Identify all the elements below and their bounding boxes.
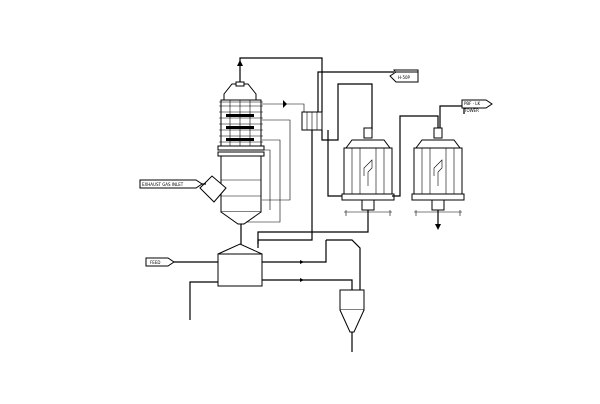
filter-1-bottom-flange xyxy=(341,193,395,201)
filter-link-line xyxy=(392,115,439,197)
h50p-label: H-50P xyxy=(398,75,411,80)
separator-to-cyclone-line xyxy=(262,279,353,292)
filter1-feed-line xyxy=(327,130,344,197)
feed-tag: FEED xyxy=(145,257,218,267)
separator-top-cone xyxy=(217,243,263,255)
filter-1-top-nozzle xyxy=(363,127,373,139)
heat-exchanger xyxy=(301,111,323,131)
cyclone xyxy=(339,289,365,352)
filter-drain-line xyxy=(257,210,369,244)
feed-label: FEED xyxy=(150,260,160,265)
filter-2-bottom-flange xyxy=(411,193,465,201)
tower-vent-arrow xyxy=(237,60,243,66)
filter-1 xyxy=(341,127,395,216)
exchanger-down-line xyxy=(257,130,313,248)
exhaust-inlet-tag: EXHAUST GAS INLET xyxy=(139,179,206,189)
cyclone-top-line xyxy=(326,239,361,290)
pbf-tag: PBF · LK TOWER xyxy=(439,99,493,130)
tower-loop-line xyxy=(262,119,291,201)
filter-1-top-head xyxy=(345,139,391,149)
filter-1-body xyxy=(343,147,393,195)
separator-body xyxy=(217,253,263,287)
h50p-tag: H-50P xyxy=(317,69,419,112)
tower-flange xyxy=(217,145,265,151)
tower-overhead-line xyxy=(239,57,323,112)
tower-lower-shell xyxy=(220,155,262,213)
exchanger-outlet-line xyxy=(321,116,339,141)
cyclone-body xyxy=(339,289,365,311)
filter-2-top-nozzle xyxy=(433,127,443,139)
filter-2-bottom-nozzle xyxy=(431,199,445,211)
filter-2-top-head xyxy=(415,139,461,149)
separator-vessel xyxy=(217,243,263,287)
tower-top-nozzle xyxy=(235,81,245,87)
separator-overhead-line xyxy=(262,240,327,263)
separator-drain-line xyxy=(189,281,218,320)
h50p-line xyxy=(317,71,394,112)
pbf-label: PBF · LK xyxy=(464,101,481,106)
pbf-label-2: TOWER xyxy=(463,108,479,113)
filter-2 xyxy=(411,127,465,216)
filter-1-bottom-nozzle xyxy=(361,199,375,211)
exhaust-inlet-label: EXHAUST GAS INLET xyxy=(142,182,184,187)
filter-1-element xyxy=(363,159,373,176)
cyclone-cone xyxy=(339,309,365,333)
exchanger-return-line xyxy=(262,103,305,112)
main-tower xyxy=(199,60,265,246)
filter1-top-line xyxy=(337,83,373,130)
tower-side-inlet xyxy=(199,175,227,203)
filter-2-body xyxy=(413,147,463,195)
filter-2-element xyxy=(433,159,443,176)
